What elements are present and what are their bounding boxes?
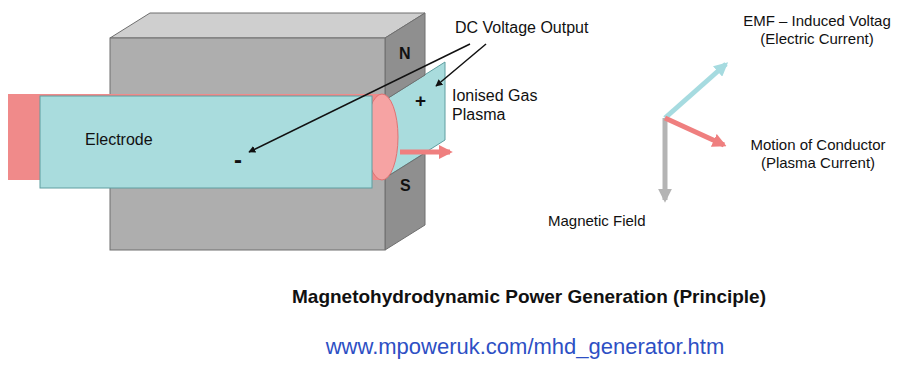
vector-label: Motion of Conductor (Plasma Current) <box>738 136 898 172</box>
electrode-plate <box>40 96 372 188</box>
polarity-sign: + <box>415 90 426 113</box>
field-vector <box>663 118 668 200</box>
flow-label: Ionised Gas Plasma <box>452 86 552 124</box>
leader-line <box>249 44 470 152</box>
electrode: Electrode - <box>40 96 372 188</box>
callout-label: DC Voltage Output <box>455 18 588 37</box>
pole-letter: S <box>400 176 411 195</box>
flow-arrow <box>400 150 450 155</box>
pole-letter: N <box>399 44 411 63</box>
source-url: www.mpoweruk.com/mhd_generator.htm <box>125 334 906 360</box>
vector-label: Magnetic Field <box>548 212 646 230</box>
polarity-sign: - <box>234 148 242 172</box>
emf-vector <box>665 64 726 118</box>
vector-label: EMF – Induced Voltag (Electric Current) <box>734 12 900 48</box>
electrode-label: Electrode <box>85 130 153 149</box>
diagram-title: Magnetohydrodynamic Power Generation (Pr… <box>129 286 906 309</box>
leader-line <box>436 44 486 86</box>
north-magnet <box>110 13 425 100</box>
motion-vector <box>665 118 724 145</box>
